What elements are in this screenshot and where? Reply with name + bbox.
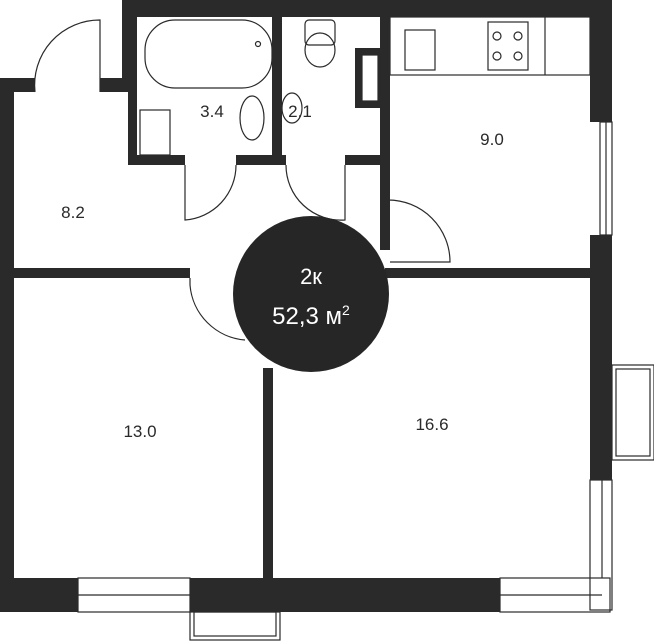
area-unit-power: 2 xyxy=(342,302,350,318)
walls xyxy=(0,0,612,612)
room-area-bedroom: 13.0 xyxy=(123,422,157,441)
total-area: 52,3 м2 xyxy=(233,302,389,331)
room-count: 2к xyxy=(300,264,322,289)
room-area-kitchen: 9.0 xyxy=(480,130,504,149)
area-unit: м xyxy=(325,303,343,330)
room-area-hallway: 8.2 xyxy=(61,203,85,222)
room-area-bathroom: 3.4 xyxy=(200,102,224,121)
room-area-living-room: 16.6 xyxy=(415,415,449,434)
total-area-value: 52,3 xyxy=(272,303,319,330)
room-area-toilet: 2.1 xyxy=(288,102,312,121)
fixtures xyxy=(34,16,654,641)
apartment-summary-badge: 2к 52,3 м2 xyxy=(233,216,389,372)
